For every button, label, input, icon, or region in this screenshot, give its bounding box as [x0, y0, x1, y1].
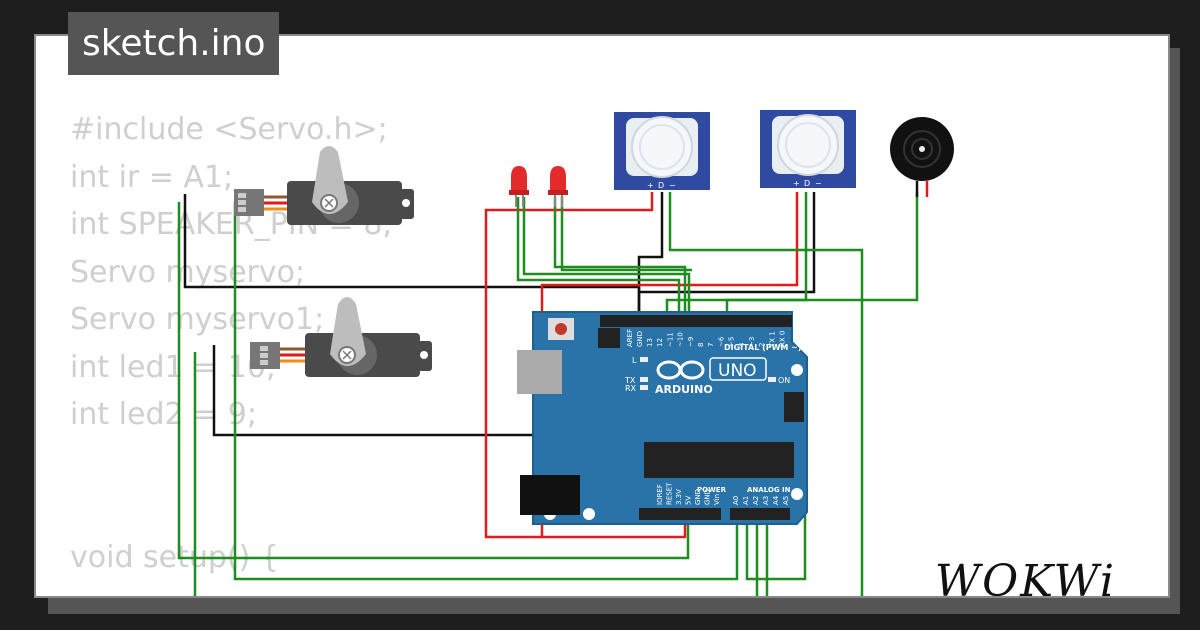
aref-pin-label: AREF [626, 329, 634, 347]
power-pin-label: Vin [713, 494, 721, 505]
power-pin-label: IOREF [656, 484, 664, 505]
servo-motor-1[interactable] [234, 146, 414, 225]
wire-green [553, 197, 687, 317]
atmega-chip [644, 442, 794, 478]
analog-pin-label: A4 [772, 495, 780, 505]
pir-pin-label: D [804, 179, 810, 188]
pir-pin-label: − [815, 179, 822, 188]
digital-pin-label: 7 [707, 343, 715, 347]
power-pin-label: GND [694, 489, 702, 505]
power-pin-label: 5V [685, 496, 693, 505]
digital-pin-label: 2 [758, 343, 766, 347]
analog-header [730, 508, 790, 520]
code-preview: #include <Servo.h>;int ir = A1;int SPEAK… [70, 106, 393, 581]
digital-header [600, 315, 792, 327]
circuit-diagram: + D − + D − [177, 110, 954, 596]
power-pin-label: GND [704, 489, 712, 505]
digital-pin-label: ~5 [728, 337, 736, 347]
wire-green [560, 197, 692, 272]
digital-pin-label: 12 [656, 338, 664, 347]
wire-green [233, 202, 739, 581]
pir-sensor-1[interactable]: + D − [614, 112, 710, 190]
board-model: UNO [718, 361, 757, 381]
wire-green [522, 197, 691, 317]
gnd-pin-label: GND [636, 331, 644, 347]
digital-pin-label: ~3 [748, 337, 756, 347]
code-line-2: int ir = A1; [70, 159, 234, 195]
wire-green [745, 514, 807, 581]
wire-green [668, 192, 864, 596]
power-label: POWER [697, 486, 727, 494]
digital-pin-label: TX 1 [768, 331, 776, 348]
code-line-5: Servo myservo1; [70, 302, 325, 337]
wire-red [484, 192, 687, 539]
analog-pin-label: A5 [782, 496, 790, 505]
digital-pin-label: RX 0 [779, 331, 787, 347]
power-jack [520, 475, 580, 515]
arduino-uno-board[interactable]: L TX RX ON DIGITAL (PWM ~) UNO ARDUINO P… [517, 311, 808, 525]
pir-pin-label: − [669, 181, 676, 190]
digital-pin-label: ~11 [666, 332, 674, 347]
pir-pin-label: + [647, 181, 654, 190]
pir-pin-label: D [658, 181, 664, 190]
board-logo-text: ARDUINO [655, 383, 713, 396]
digital-pin-label: 13 [646, 338, 654, 347]
project-card: #include <Servo.h>;int ir = A1;int SPEAK… [34, 34, 1170, 598]
digital-pin-label: ~9 [687, 337, 695, 347]
wokwi-logo: WOKWi [934, 556, 1116, 598]
analog-pin-label: A3 [762, 496, 770, 505]
led-2[interactable] [548, 166, 568, 207]
digital-pin-label: 4 [738, 342, 746, 347]
on-label: ON [778, 376, 790, 385]
arduino-logo-icon [656, 360, 705, 380]
wire-green [516, 197, 681, 317]
code-line-1: #include <Servo.h>; [70, 112, 388, 147]
wire-black [639, 192, 816, 294]
digital-pin-label: 8 [697, 343, 705, 347]
rx-label: RX [625, 384, 637, 393]
l-led-label: L [632, 356, 637, 365]
file-tab[interactable]: sketch.ino [68, 12, 280, 75]
buzzer[interactable] [890, 117, 954, 197]
servo-motor-2[interactable] [250, 297, 432, 377]
analog-label: ANALOG IN [747, 486, 791, 494]
led-1[interactable] [509, 166, 529, 207]
power-header [639, 508, 721, 520]
wire-green [177, 202, 690, 560]
power-pin-label: RESET [666, 482, 674, 505]
analog-pin-label: A1 [742, 496, 750, 505]
usb-port [517, 350, 562, 394]
wire-green [725, 192, 919, 317]
pir-pin-label: + [793, 179, 800, 188]
digital-pin-label: ~6 [717, 336, 725, 347]
power-pin-label: 3.3V [675, 489, 683, 505]
analog-pin-label: A0 [732, 496, 740, 505]
digital-label: DIGITAL (PWM ~) [724, 343, 802, 352]
digital-pin-label: ~10 [677, 332, 685, 347]
pir-sensor-2[interactable]: + D − [760, 110, 856, 188]
tx-label: TX [624, 376, 636, 385]
analog-pin-label: A2 [752, 496, 760, 505]
